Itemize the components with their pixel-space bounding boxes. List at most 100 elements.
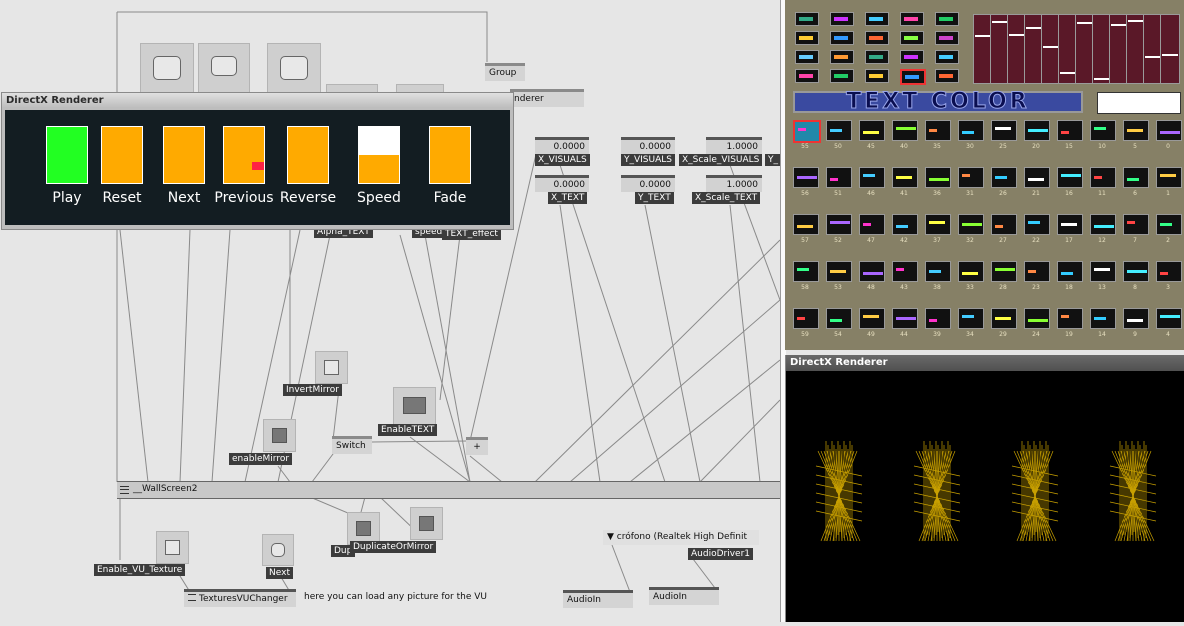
toggle-box-3[interactable] (267, 43, 321, 95)
texture-thumb[interactable] (826, 214, 852, 235)
texture-thumb[interactable] (793, 261, 819, 282)
panel-splitter[interactable] (780, 0, 786, 622)
selector-thumb[interactable] (900, 12, 924, 26)
texture-thumb[interactable] (958, 308, 984, 329)
slider-handle[interactable] (1094, 77, 1110, 80)
selector-thumb[interactable] (830, 50, 854, 64)
text-color-swatch[interactable] (1097, 92, 1181, 114)
texture-thumb[interactable] (1024, 214, 1050, 235)
texture-thumb[interactable] (859, 214, 885, 235)
texture-thumb[interactable] (1057, 214, 1083, 235)
texture-thumb[interactable] (925, 214, 951, 235)
selector-thumb[interactable] (795, 50, 819, 64)
slider-handle[interactable] (1128, 20, 1144, 23)
texture-thumb[interactable] (1090, 167, 1116, 188)
selector-thumb[interactable] (830, 69, 854, 83)
texture-thumb[interactable] (1123, 261, 1149, 282)
enable-vu-texture-toggle[interactable] (156, 531, 189, 564)
selector-thumb[interactable] (900, 69, 926, 85)
texture-thumb[interactable] (991, 167, 1017, 188)
texture-thumb[interactable] (1123, 120, 1149, 141)
texture-thumb[interactable] (1024, 261, 1050, 282)
texture-thumb[interactable] (1156, 167, 1182, 188)
selector-thumb[interactable] (830, 31, 854, 45)
control-play-button[interactable] (46, 126, 88, 184)
texture-thumb[interactable] (892, 308, 918, 329)
control-speed-button[interactable] (358, 126, 400, 184)
texture-thumb[interactable] (826, 308, 852, 329)
plus-node[interactable]: + (466, 437, 488, 455)
selector-thumb[interactable] (865, 50, 889, 64)
control-fade-button[interactable] (429, 126, 471, 184)
group-node[interactable]: Group (485, 63, 525, 81)
texture-thumb[interactable] (1156, 214, 1182, 235)
selector-thumb[interactable] (935, 50, 959, 64)
texture-thumb[interactable] (892, 261, 918, 282)
slider[interactable] (1160, 14, 1180, 84)
slider-handle[interactable] (1111, 24, 1127, 27)
slider-handle[interactable] (1026, 27, 1042, 30)
selector-thumb[interactable] (830, 12, 854, 26)
texture-thumb[interactable] (991, 120, 1017, 141)
texture-thumb[interactable] (991, 214, 1017, 235)
texture-thumb[interactable] (958, 167, 984, 188)
next-bang[interactable] (262, 534, 294, 566)
texture-thumb[interactable] (1156, 120, 1182, 141)
selector-thumb[interactable] (935, 69, 959, 83)
control-reset-button[interactable] (101, 126, 143, 184)
selector-thumb[interactable] (795, 12, 819, 26)
selector-thumb[interactable] (865, 12, 889, 26)
patch-editor[interactable]: Group nderer 0.0000 X_VISUALS 0.0000 Y_V… (0, 0, 784, 622)
texture-thumb[interactable] (1057, 120, 1083, 141)
texture-thumb[interactable] (991, 308, 1017, 329)
texture-thumb[interactable] (859, 167, 885, 188)
slider-handle[interactable] (1060, 71, 1076, 74)
selector-thumb[interactable] (935, 12, 959, 26)
texture-thumb[interactable] (1123, 167, 1149, 188)
texture-thumb[interactable] (892, 214, 918, 235)
texture-thumb[interactable] (1024, 120, 1050, 141)
x-scale-visuals-value[interactable]: 1.0000 (706, 137, 762, 154)
slider-handle[interactable] (975, 35, 991, 38)
texture-thumb[interactable] (1123, 308, 1149, 329)
x-visuals-value[interactable]: 0.0000 (535, 137, 589, 154)
texture-thumb[interactable] (793, 214, 819, 235)
control-next-button[interactable] (163, 126, 205, 184)
duplicate-toggle[interactable] (347, 512, 380, 545)
texture-thumb[interactable] (826, 120, 852, 141)
switch-node[interactable]: Switch (332, 436, 372, 454)
texture-thumb[interactable] (1057, 308, 1083, 329)
texture-thumb[interactable] (1123, 214, 1149, 235)
texture-thumb[interactable] (1024, 308, 1050, 329)
selector-thumb[interactable] (900, 31, 924, 45)
texture-thumb[interactable] (925, 261, 951, 282)
x-scale-text-value[interactable]: 1.0000 (706, 175, 762, 192)
texture-thumb[interactable] (925, 167, 951, 188)
texture-thumb[interactable] (1156, 308, 1182, 329)
control-reverse-button[interactable] (287, 126, 329, 184)
control-previous-button[interactable] (223, 126, 265, 184)
texture-thumb[interactable] (1057, 261, 1083, 282)
texture-thumb[interactable] (826, 167, 852, 188)
texture-thumb[interactable] (1024, 167, 1050, 188)
texture-thumb[interactable] (1090, 261, 1116, 282)
invert-mirror-toggle[interactable] (315, 351, 348, 384)
texture-thumb[interactable] (892, 120, 918, 141)
texture-thumb[interactable] (793, 308, 819, 329)
wallscreen-node[interactable]: __WallScreen2 (117, 481, 780, 499)
texture-thumb[interactable] (859, 120, 885, 141)
selector-thumb[interactable] (795, 69, 819, 83)
selector-thumb[interactable] (900, 50, 924, 64)
texture-thumb[interactable] (958, 120, 984, 141)
selector-thumb[interactable] (865, 69, 889, 83)
slider-handle[interactable] (1162, 53, 1178, 56)
toggle-box-2[interactable] (198, 43, 250, 95)
texture-thumb[interactable] (958, 214, 984, 235)
texture-thumb[interactable] (859, 261, 885, 282)
texture-thumb[interactable] (1090, 308, 1116, 329)
texture-thumb[interactable] (958, 261, 984, 282)
textures-vu-changer-node[interactable]: TexturesVUChanger (184, 589, 296, 607)
